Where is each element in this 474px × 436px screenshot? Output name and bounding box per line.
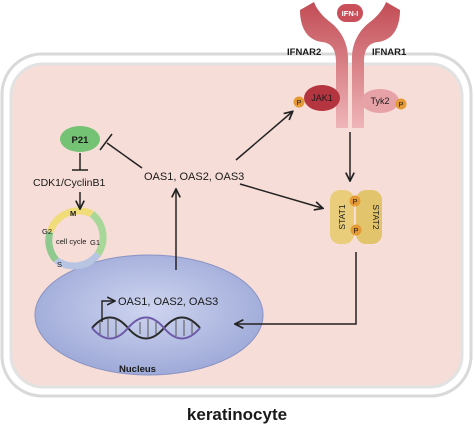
dna-helix-icon bbox=[91, 316, 201, 340]
cycle-arc-s bbox=[53, 251, 101, 270]
nucleus-body bbox=[34, 254, 264, 376]
jak1-phospho bbox=[293, 96, 305, 108]
jak1: JAK1 P bbox=[293, 85, 340, 111]
oas-to-jak1-arrow bbox=[235, 112, 292, 161]
stat-to-nucleus-arrow bbox=[236, 252, 357, 324]
nucleus: OAS1, OAS2, OAS3 Nucleus bbox=[34, 254, 264, 376]
stat1-phospho bbox=[349, 195, 361, 207]
cycle-arc-g1 bbox=[89, 211, 107, 256]
oas-to-stat-arrow bbox=[239, 183, 322, 208]
tyk2: Tyk2 P bbox=[361, 89, 407, 113]
transcription-start-arrow bbox=[101, 301, 114, 322]
ifn-ligand-label: IFN-I bbox=[342, 9, 359, 18]
stat2-label: STAT2 bbox=[371, 204, 381, 229]
nucleus-label: Nucleus bbox=[119, 364, 156, 375]
cell-type-caption: keratinocyte bbox=[187, 405, 287, 424]
ifnar2-label: IFNAR2 bbox=[287, 47, 321, 58]
jak1-body bbox=[304, 85, 340, 111]
cdk1-cyclinb1-label: CDK1/CyclinB1 bbox=[33, 177, 106, 189]
tyk2-phospho-label: P bbox=[398, 100, 403, 109]
tyk2-label: Tyk2 bbox=[370, 96, 389, 106]
cell-cycle-label: cell cycle bbox=[56, 237, 86, 246]
jak1-label: JAK1 bbox=[311, 93, 333, 103]
oas-proteins-label: OAS1, OAS2, OAS3 bbox=[144, 171, 244, 183]
ifnar1-label: IFNAR1 bbox=[372, 47, 407, 58]
tyk2-phospho bbox=[395, 98, 407, 110]
stat2-phospho bbox=[350, 224, 362, 236]
cycle-arc-m bbox=[46, 207, 94, 234]
jak1-phospho-label: P bbox=[296, 98, 301, 107]
oas-inhibits-p21-bar bbox=[99, 133, 113, 151]
p21: P21 bbox=[60, 126, 100, 152]
p21-body bbox=[60, 126, 100, 152]
pathway-edges bbox=[72, 112, 357, 324]
stat-dimer: STAT1 STAT2 P P bbox=[330, 190, 382, 244]
tyk2-body bbox=[361, 89, 399, 113]
cycle-phase-m: M bbox=[70, 209, 76, 218]
oas-genes-label: OAS1, OAS2, OAS3 bbox=[118, 296, 218, 308]
stat2-phospho-label: P bbox=[353, 226, 358, 235]
cycle-arc-g2 bbox=[45, 231, 59, 263]
cycle-phase-g2: G2 bbox=[42, 227, 52, 236]
stat2-body bbox=[356, 190, 382, 244]
oas-inhibits-p21-line bbox=[106, 142, 143, 169]
stat1-label: STAT1 bbox=[337, 204, 347, 229]
cycle-phase-s: S bbox=[57, 260, 62, 269]
cycle-phase-g1: G1 bbox=[90, 238, 100, 247]
ifn-ligand bbox=[337, 4, 363, 22]
stat1-phospho-label: P bbox=[352, 197, 357, 206]
stat1-body bbox=[330, 190, 354, 244]
p21-label: P21 bbox=[72, 135, 90, 146]
cell-cycle-wheel: M G1 G2 S cell cycle bbox=[42, 207, 107, 270]
